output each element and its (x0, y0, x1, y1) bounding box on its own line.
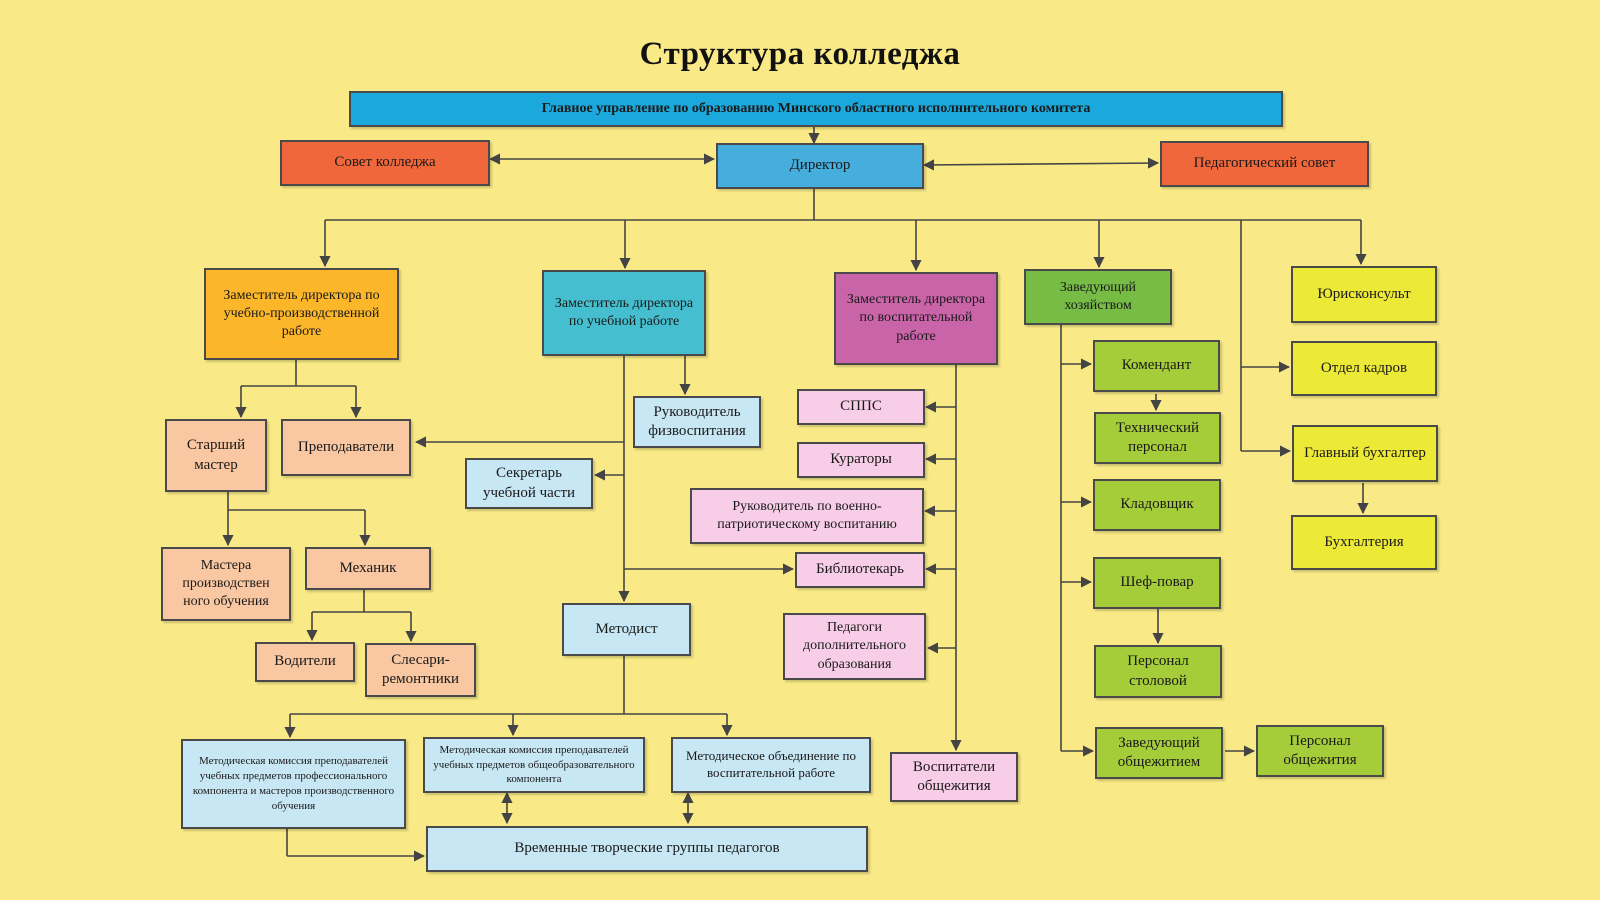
node-council: Совет колледжа (280, 140, 490, 186)
node-tech-staff: Технический персонал (1094, 412, 1221, 464)
node-hr: Отдел кадров (1291, 341, 1437, 396)
node-methodist: Методист (562, 603, 691, 656)
node-mo-upbr: Методическое объединение по воспитательн… (671, 737, 871, 793)
node-mk-general: Методическая комиссия преподавателей уче… (423, 737, 645, 793)
node-commandant: Комендант (1093, 340, 1220, 392)
node-storekeeper: Кладовщик (1093, 479, 1221, 531)
node-ped-council: Педагогический совет (1160, 141, 1369, 187)
node-head-household: Заведующий хозяйством (1024, 269, 1172, 325)
node-librarian: Библиотекарь (795, 552, 925, 588)
node-drivers: Водители (255, 642, 355, 682)
node-ministry: Главное управление по образованию Минско… (349, 91, 1283, 127)
node-pe-head: Руководитель физвоспитания (633, 396, 761, 448)
node-director: Директор (716, 143, 924, 189)
node-canteen-staff: Персонал столовой (1094, 645, 1222, 698)
node-secretary: Секретарь учебной части (465, 458, 593, 509)
node-mechanic: Механик (305, 547, 431, 590)
node-repairers: Слесари-ремонтники (365, 643, 476, 697)
node-mk-prof: Методическая комиссия преподавателей уче… (181, 739, 406, 829)
node-dorm-educators: Воспитатели общежития (890, 752, 1018, 802)
node-chief-accountant: Главный бухгалтер (1292, 425, 1438, 482)
node-chef: Шеф-повар (1093, 557, 1221, 609)
node-extra-ed: Педагоги дополнительного образования (783, 613, 926, 680)
node-dorm-head: Заведующий общежитием (1095, 727, 1223, 779)
node-senior-master: Старший мастер (165, 419, 267, 492)
node-dorm-staff: Персонал общежития (1256, 725, 1384, 777)
page-title: Структура колледжа (639, 36, 961, 72)
node-curators: Кураторы (797, 442, 925, 478)
node-spps: СППС (797, 389, 925, 425)
node-accounting: Бухгалтерия (1291, 515, 1437, 570)
node-mil-patriot: Руководитель по военно-патриотическому в… (690, 488, 924, 544)
node-deputy-upbr: Заместитель директора по воспитательной … (834, 272, 998, 365)
node-lawyer: Юрисконсульт (1291, 266, 1437, 323)
node-deputy-edu: Заместитель директора по учебной работе (542, 270, 706, 356)
node-deputy-prod: Заместитель директора по учебно-производ… (204, 268, 399, 360)
node-masters: Мастера производствен ного обучения (161, 547, 291, 621)
node-teachers: Преподаватели (281, 419, 411, 476)
node-creative-groups: Временные творческие группы педагогов (426, 826, 868, 872)
